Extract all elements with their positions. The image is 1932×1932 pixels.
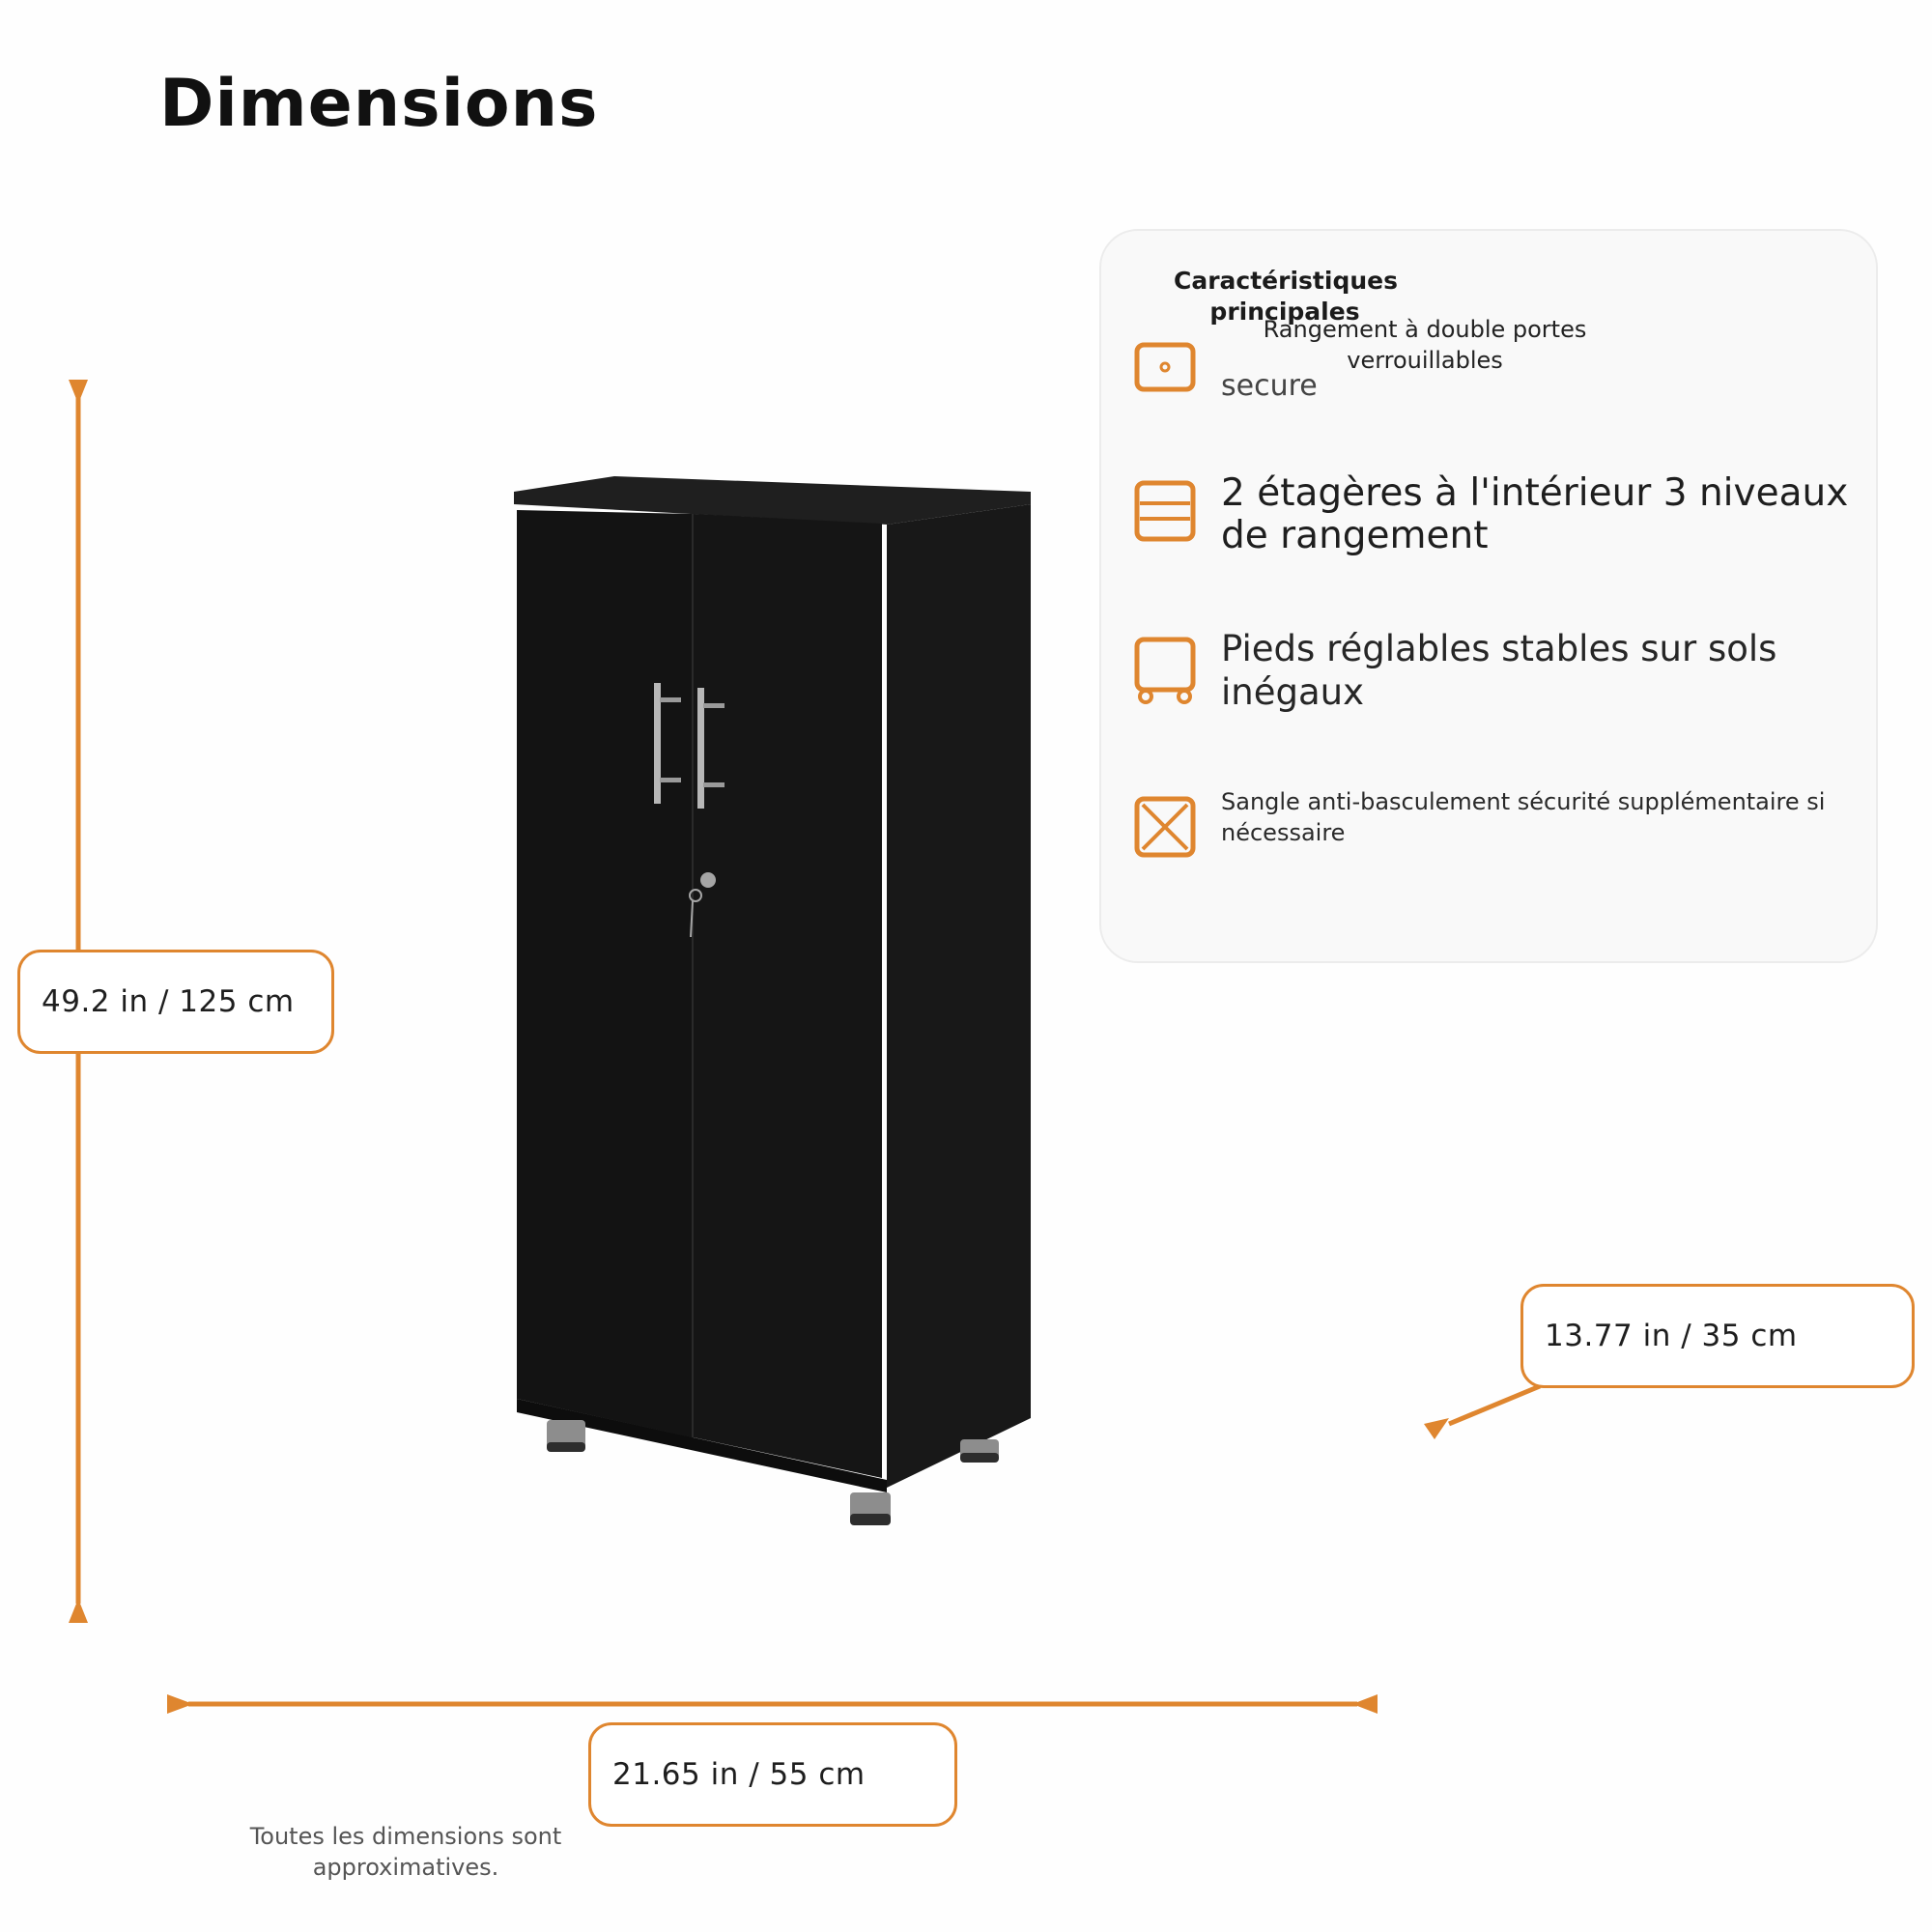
- width-dimension-line: [167, 1694, 1378, 1714]
- lock-icon: [1134, 342, 1196, 392]
- anti-tip-icon: [1134, 796, 1196, 858]
- features-title: Caractéristiques principales: [1174, 267, 1398, 326]
- shelves-icon: [1134, 480, 1196, 542]
- feature-text-adjustable-feet: Pieds réglables stables sur sols inégaux: [1221, 628, 1777, 713]
- feature-text-shelves: 2 étagères à l'intérieur 3 niveaux de ra…: [1221, 471, 1849, 557]
- feature-extra-text: secure: [1221, 369, 1318, 403]
- features-panel: Caractéristiques principales Rangement à…: [1099, 229, 1878, 963]
- depth-label: 13.77 in / 35 cm: [1520, 1284, 1915, 1388]
- feature-text-double-doors: Rangement à double portes verrouillables: [1263, 316, 1587, 374]
- width-label: 21.65 in / 55 cm: [588, 1722, 957, 1827]
- feet-icon: [1134, 637, 1196, 704]
- page-title: Dimensions: [159, 66, 599, 142]
- feature-text-anti-tip-strap: Sangle anti-basculement sécurité supplém…: [1221, 788, 1826, 846]
- depth-dimension-line: [1424, 1383, 1541, 1439]
- height-label: 49.2 in / 125 cm: [17, 950, 334, 1054]
- cabinet-image: [514, 476, 1031, 1525]
- approximate-note: Toutes les dimensions sont approximative…: [249, 1823, 562, 1881]
